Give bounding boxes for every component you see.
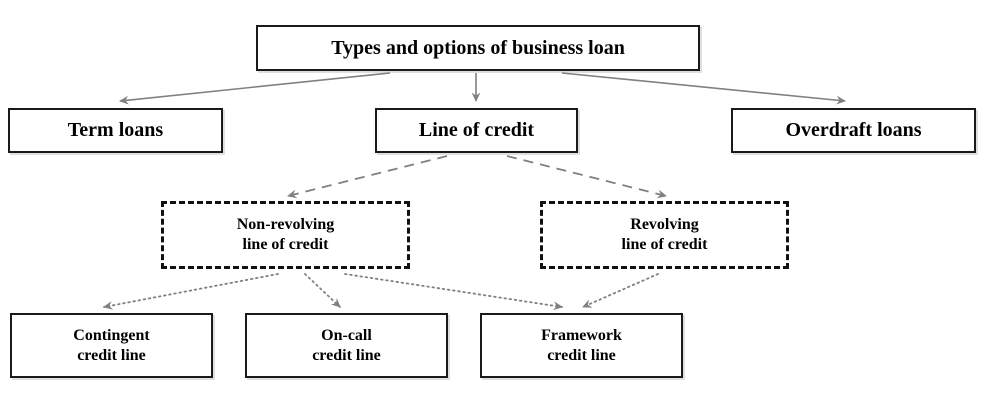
node-label: Revolving line of credit bbox=[621, 216, 708, 253]
node-framework-credit-line[interactable]: Framework credit line bbox=[480, 313, 683, 378]
node-on-call-credit-line[interactable]: On-call credit line bbox=[245, 313, 448, 378]
node-label: On-call credit line bbox=[312, 326, 381, 364]
node-label: Contingent credit line bbox=[73, 326, 150, 364]
node-term-loans[interactable]: Term loans bbox=[8, 108, 223, 153]
node-label: Overdraft loans bbox=[785, 119, 922, 141]
node-contingent-credit-line[interactable]: Contingent credit line bbox=[10, 313, 213, 378]
edge-root-to-term bbox=[119, 72, 391, 105]
node-label: Non-revolving line of credit bbox=[236, 216, 335, 253]
edge-revolving-to-framework bbox=[582, 273, 659, 308]
node-types-and-options-of-business-loan[interactable]: Types and options of business loan bbox=[256, 25, 700, 71]
node-revolving-line-of-credit[interactable]: Revolving line of credit bbox=[540, 201, 789, 269]
node-label: Line of credit bbox=[418, 119, 535, 141]
edge-root-to-overdraft bbox=[561, 72, 846, 105]
edge-non-revolving-to-contingent bbox=[103, 273, 279, 310]
node-non-revolving-line-of-credit[interactable]: Non-revolving line of credit bbox=[161, 201, 410, 269]
edge-line-of-credit-to-non-revolving bbox=[287, 155, 448, 199]
edge-non-revolving-to-on-call bbox=[304, 273, 341, 308]
node-line-of-credit[interactable]: Line of credit bbox=[375, 108, 578, 153]
edge-non-revolving-to-framework bbox=[344, 273, 563, 311]
node-label: Framework credit line bbox=[541, 326, 622, 364]
edge-line-of-credit-to-revolving bbox=[506, 155, 667, 199]
node-label: Term loans bbox=[67, 119, 164, 141]
node-overdraft-loans[interactable]: Overdraft loans bbox=[731, 108, 976, 153]
node-label: Types and options of business loan bbox=[331, 36, 625, 59]
